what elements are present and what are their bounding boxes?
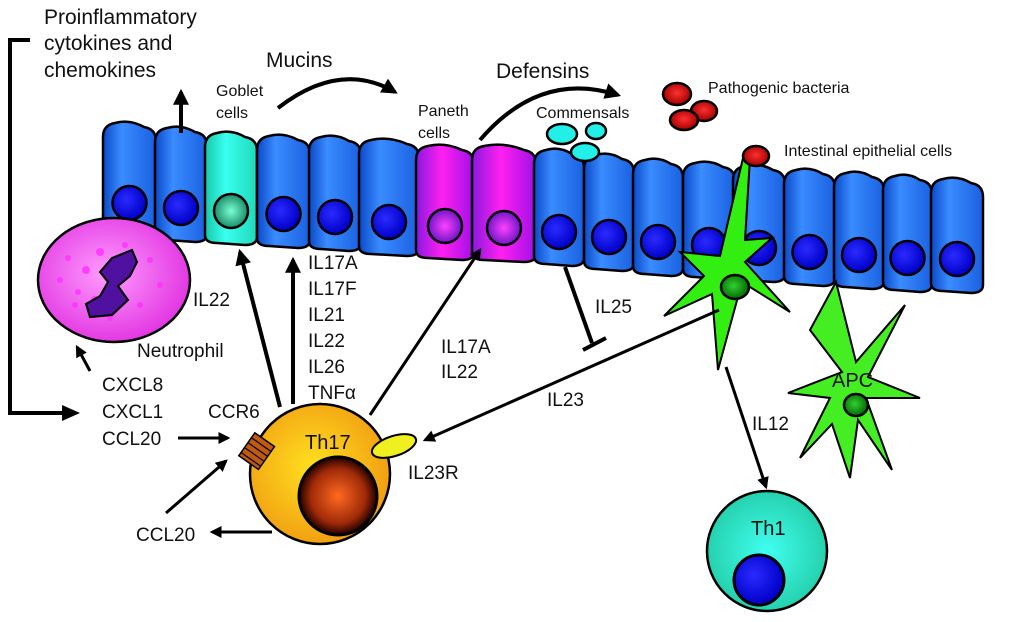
il22-to-goblet-arrow [235, 248, 282, 408]
svg-text:chemokines: chemokines [44, 59, 156, 82]
proinflammatory-label: Proinflammatory cytokines and chemokines [44, 6, 197, 82]
commensal-1 [545, 122, 579, 146]
epithelial-cell-nucleus [889, 239, 926, 277]
mucins-label: Mucins [266, 49, 333, 72]
goblet-cell-nucleus [212, 192, 250, 230]
epithelial-cell-nucleus [540, 213, 578, 251]
ccr6-receptor [237, 431, 276, 471]
apc-body [787, 279, 921, 479]
pathogen-1 [661, 81, 693, 107]
apc-cell: APC [787, 279, 921, 479]
commensal-2 [584, 121, 608, 141]
il23r-label: IL23R [408, 463, 459, 484]
proinflammatory-feedback-bracket [8, 38, 72, 415]
epithelial-cell-nucleus [316, 198, 354, 236]
commensal-3 [569, 141, 601, 163]
commensal-bacteria [545, 121, 608, 163]
dendritic-cell-nucleus [719, 273, 751, 301]
product-il26: IL26 [308, 357, 345, 378]
il23-label: IL23 [547, 390, 584, 411]
dendritic-cell-body [663, 157, 791, 371]
epithelial-cell-nucleus [938, 240, 976, 278]
product-il17a: IL17A [308, 253, 358, 274]
paneth-cell-nucleus [426, 207, 464, 245]
il17a-il22-to-paneth-arrow [368, 248, 482, 416]
goblet-label-2: cells [216, 105, 248, 122]
pathogen-3 [668, 108, 700, 132]
il12-label: IL12 [752, 414, 789, 435]
neutrophil [36, 216, 192, 344]
defensins-label: Defensins [496, 60, 589, 83]
bracket-arrowhead [62, 405, 80, 421]
paneth-signal-il22: IL22 [441, 362, 478, 383]
paneth-label-1: Paneth [418, 103, 469, 120]
th1-label: Th1 [751, 518, 785, 540]
il22-goblet-label: IL22 [193, 290, 230, 311]
svg-text:Proinflammatory: Proinflammatory [44, 6, 197, 29]
pathogenic-bacteria-label: Pathogenic bacteria [708, 80, 850, 97]
cxcl8-to-neutrophil-arrow [75, 344, 92, 372]
pathogenic-bacteria [661, 81, 719, 132]
th17-nucleus [297, 455, 379, 537]
ccr6-label: CCR6 [208, 402, 260, 423]
epithelial-cell-nucleus [639, 223, 677, 261]
product-il21: IL21 [308, 305, 345, 326]
epithelial-cell-nucleus [590, 218, 628, 256]
mucins-arrow [276, 77, 398, 110]
il23-arrow [422, 308, 720, 442]
chemokine-cxcl1: CXCL1 [102, 402, 163, 423]
chemokine-cxcl8: CXCL8 [102, 375, 163, 396]
chemokine-ccl20: CCL20 [102, 429, 161, 450]
ccl20-autocrine-arrow [165, 459, 228, 515]
defensins-arrow [478, 83, 622, 142]
apc-nucleus [842, 392, 870, 418]
il23-receptor [370, 433, 418, 459]
il25-inhibition-bar [582, 336, 607, 352]
th17-cell: Th17 [237, 402, 418, 546]
th1-nucleus [732, 553, 786, 607]
product-il17f: IL17F [308, 279, 357, 300]
epithelial-cell-nucleus [162, 189, 200, 227]
apc-label: APC [832, 370, 873, 392]
th17-label: Th17 [305, 432, 351, 454]
epithelial-cell-nucleus [265, 195, 302, 233]
neutrophil-nucleus [84, 248, 139, 319]
epithelial-cell-nucleus [370, 203, 408, 241]
svg-text:cytokines and: cytokines and [44, 32, 172, 55]
intestinal-epithelial-label: Intestinal epithelial cells [784, 143, 952, 160]
paneth-label-2: cells [418, 125, 450, 142]
intestinal-epithelium [101, 120, 985, 295]
th1-cell: Th1 [705, 489, 829, 613]
epithelial-cell-nucleus [840, 236, 878, 274]
product-tnfa: TNFα [308, 383, 356, 404]
epithelial-cell-nucleus [111, 184, 148, 222]
dendritic-cell [663, 144, 791, 371]
th17-cytokine-list: IL17A IL17F IL21 IL22 IL26 TNFα [308, 253, 358, 404]
ccl20-secreted-label: CCL20 [136, 525, 195, 546]
il25-label: IL25 [595, 297, 632, 318]
epithelial-cell-nucleus [791, 233, 828, 271]
goblet-label-1: Goblet [216, 83, 264, 100]
sampled-pathogen [741, 144, 771, 168]
paneth-cell-nucleus [485, 209, 523, 247]
commensals-label: Commensals [536, 105, 629, 122]
il25-inhibition-line [563, 266, 594, 344]
product-il22: IL22 [308, 331, 345, 352]
paneth-signal-il17a: IL17A [441, 337, 491, 358]
il12-arrow [724, 366, 769, 490]
neutrophil-label: Neutrophil [137, 341, 224, 362]
